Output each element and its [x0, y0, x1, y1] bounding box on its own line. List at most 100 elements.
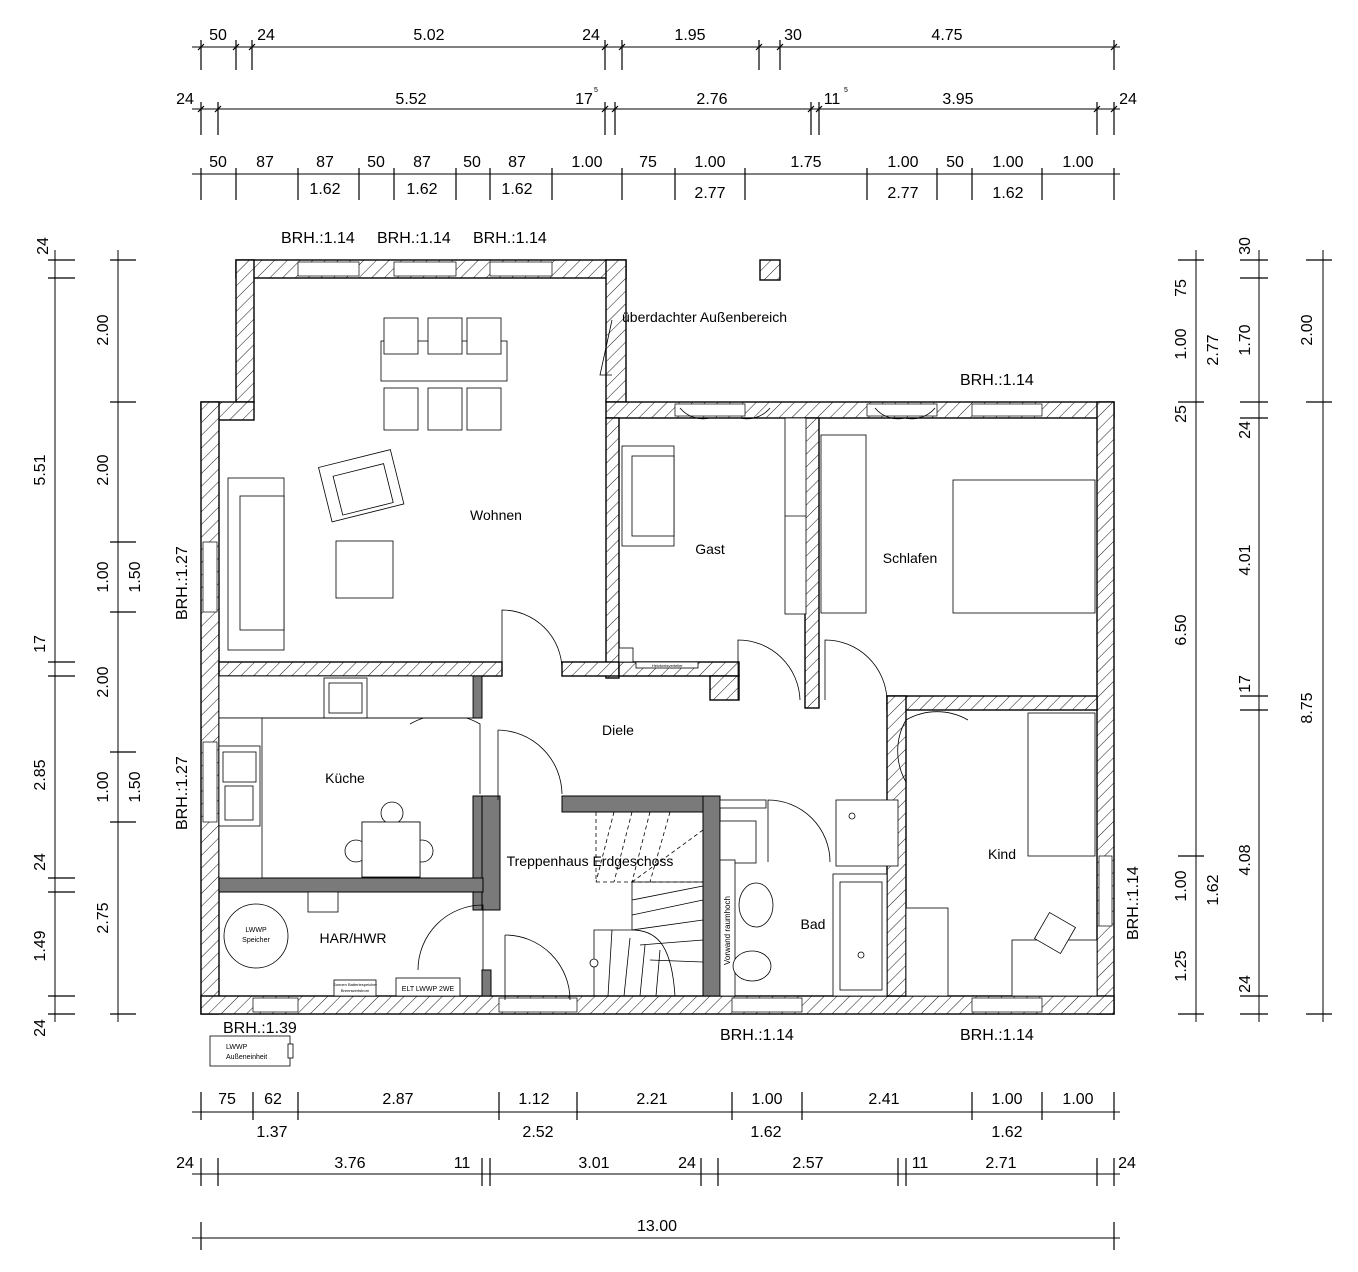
dim-right-a1: 75	[1173, 279, 1190, 297]
dim-top-r3b-3: 1.62	[501, 181, 532, 198]
top-dimensions: 50 24 5.02 24 1.95 30 4.75 24 5.52 17 5 …	[176, 27, 1137, 202]
small-box	[618, 647, 634, 663]
speicher-label-1: LWWP	[245, 927, 267, 934]
batt-label-1: Sonnen Batteriespeicher	[333, 982, 377, 987]
dim-top-r3b-2: 1.62	[406, 181, 437, 198]
room-schlafen: Schlafen	[883, 550, 937, 566]
dim-bot-r2-3: 11	[454, 1155, 471, 1172]
sofa	[227, 477, 285, 651]
dim-top-6: 30	[784, 27, 802, 44]
wardrobe-gast	[784, 417, 807, 615]
room-wohnen: Wohnen	[470, 507, 522, 523]
dim-top-r3-15: 1.00	[1062, 154, 1093, 171]
room-kueche: Küche	[325, 770, 365, 786]
brh-top-1: BRH.:1.14	[281, 230, 355, 247]
dim-top-r3b-4: 2.77	[694, 185, 725, 202]
dim-bot-r2-8: 2.71	[985, 1155, 1016, 1172]
windows	[202, 261, 1113, 1013]
dim-top-3: 5.02	[413, 27, 444, 44]
dim-top-r2-5: 11	[824, 91, 841, 108]
brh-top-2: BRH.:1.14	[377, 230, 451, 247]
dim-left-i3: 1.00	[95, 561, 112, 592]
dim-bot-total: 13.00	[637, 1218, 677, 1235]
room-labels: Wohnen Gast Schlafen Diele Küche Kind Tr…	[320, 309, 1016, 946]
dim-top-1: 50	[209, 27, 227, 44]
speicher	[223, 903, 289, 969]
dim-bot-8: 1.00	[991, 1091, 1022, 1108]
bed	[820, 434, 1096, 614]
elt-label: ELT LWWP 2WE	[402, 986, 455, 993]
dim-bot-b1: 1.37	[256, 1124, 287, 1141]
dim-left-i4: 1.50	[127, 561, 144, 592]
dim-top-4: 24	[582, 27, 600, 44]
room-bad: Bad	[801, 916, 826, 932]
coffee-table	[335, 540, 394, 599]
dim-right-b4: 24	[1237, 421, 1254, 439]
dim-right-b8: 4.08	[1237, 844, 1254, 875]
dim-top-r3-10: 1.00	[694, 154, 725, 171]
dim-left-i7: 1.50	[127, 771, 144, 802]
brh-top-3: BRH.:1.14	[473, 230, 547, 247]
dim-left-i6: 1.00	[95, 771, 112, 802]
dim-top-r3b-1: 1.62	[309, 181, 340, 198]
dim-left-4: 2.85	[32, 759, 49, 790]
dim-bot-r2-1: 24	[176, 1155, 194, 1172]
dim-top-r2-6: 3.95	[942, 91, 973, 108]
dim-bot-6: 1.00	[751, 1091, 782, 1108]
brh-right-side: BRH.:1.14	[1125, 866, 1142, 940]
dim-right-b2: 2.77	[1205, 334, 1222, 365]
dim-top-r3-3: 87	[316, 154, 334, 171]
heizkreis-label: Heizkreisverteiler	[652, 663, 683, 668]
bathroom	[719, 799, 899, 997]
dim-left-i5: 2.00	[95, 666, 112, 697]
dim-top-r2-3: 17	[575, 91, 593, 108]
dim-right-b6: 17	[1237, 675, 1254, 693]
chimney-icon	[759, 259, 781, 281]
dim-bot-r2-6: 2.57	[792, 1155, 823, 1172]
dim-left-5: 24	[32, 853, 49, 871]
dim-top-r3-8: 1.00	[571, 154, 602, 171]
dim-left-3: 17	[32, 635, 49, 653]
dining-table	[380, 317, 508, 431]
dim-bot-b3: 1.62	[750, 1124, 781, 1141]
bottom-dimensions: 75 62 2.87 1.12 2.21 1.00 2.41 1.00 1.00…	[176, 1091, 1136, 1250]
dim-right-a2: 1.00	[1173, 328, 1190, 359]
dim-left-7: 24	[32, 1019, 49, 1037]
kind-furniture	[905, 712, 1098, 997]
dim-bot-b4: 1.62	[991, 1124, 1022, 1141]
brh-bottom-1: BRH.:1.39	[223, 1020, 297, 1037]
right-dimensions: 75 1.00 25 1.00 1.25 6.50 30 2.77 1.70 2…	[1173, 237, 1332, 1022]
brh-right-upper: BRH.:1.14	[960, 372, 1034, 389]
doors	[409, 319, 969, 1001]
dim-top-5: 1.95	[674, 27, 705, 44]
sup: 5	[844, 87, 848, 94]
guest-sofa	[621, 445, 675, 547]
dim-bot-9: 1.00	[1062, 1091, 1093, 1108]
dim-left-6: 1.49	[32, 930, 49, 961]
dim-right-d2: 8.75	[1299, 692, 1316, 723]
dim-right-a3: 25	[1173, 405, 1190, 423]
dim-left-i8: 2.75	[95, 902, 112, 933]
dim-top-r3-14: 1.00	[992, 154, 1023, 171]
dim-bot-r2-4: 3.01	[578, 1155, 609, 1172]
dim-top-r2-1: 24	[176, 91, 194, 108]
brh-left-2: BRH.:1.27	[174, 756, 191, 830]
speicher-label-2: Speicher	[242, 937, 270, 944]
dim-bot-r2-5: 24	[678, 1155, 696, 1172]
brh-bottom-2: BRH.:1.14	[720, 1027, 794, 1044]
dim-bot-4: 1.12	[518, 1091, 549, 1108]
aussen-label-2: Außeneinheit	[226, 1054, 267, 1061]
dim-top-r3-7: 87	[508, 154, 526, 171]
kitchen	[218, 675, 474, 879]
dim-top-r3-5: 87	[413, 154, 431, 171]
dim-top-r2-4: 2.76	[696, 91, 727, 108]
room-kind: Kind	[988, 846, 1016, 862]
dim-top-r3-11: 1.75	[790, 154, 821, 171]
dim-right-c1: 6.50	[1173, 614, 1190, 645]
left-dimensions: 24 5.51 17 2.85 24 1.49 24 2.00 2.00 1.0…	[32, 237, 144, 1037]
brh-bottom-3: BRH.:1.14	[960, 1027, 1034, 1044]
dim-right-b3: 1.70	[1237, 324, 1254, 355]
dim-left-1: 24	[35, 237, 52, 255]
dim-top-r3b-5: 2.77	[887, 185, 918, 202]
